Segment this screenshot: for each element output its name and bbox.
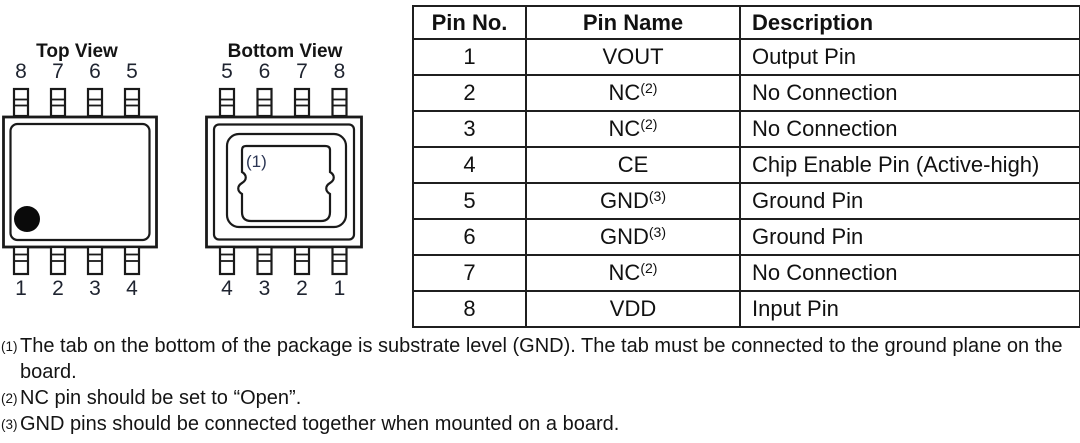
- cell-description: No Connection: [739, 254, 1080, 292]
- top-view-title: Top View: [36, 41, 118, 62]
- pin-number-label: 2: [52, 277, 64, 300]
- footnote-ref: (3): [648, 224, 666, 240]
- footnote-2: (2) NC pin should be set to “Open”.: [0, 385, 1080, 411]
- pin-number-label: 7: [296, 60, 308, 83]
- pin-number-label: 4: [221, 277, 233, 300]
- bottom-view-group: Bottom View 5 6 7 8 (1): [205, 41, 363, 300]
- pin-number-label: 4: [126, 277, 138, 300]
- pin-number-label: 5: [221, 60, 233, 83]
- cell-pin-no: 1: [412, 38, 527, 76]
- footnote-marker: (1): [1, 339, 18, 354]
- pin-number-label: 8: [334, 60, 346, 83]
- cell-description: No Connection: [739, 110, 1080, 148]
- footnote-text: The tab on the bottom of the package is …: [20, 335, 1063, 383]
- tab-footnote-ref: (1): [246, 152, 267, 171]
- package-body-inner-outline: [9, 122, 151, 242]
- footnote-ref: (2): [640, 80, 658, 96]
- package-lead: [218, 245, 348, 276]
- pin-number-label: 1: [334, 277, 346, 300]
- package-lead: [12, 245, 141, 276]
- cell-description: Chip Enable Pin (Active-high): [739, 146, 1080, 184]
- footnote-marker: (2): [1, 391, 18, 406]
- table-row: 4 CE Chip Enable Pin (Active-high): [412, 146, 1080, 184]
- pin-number-label: 2: [296, 277, 308, 300]
- table-header-row: Pin No. Pin Name Description: [412, 5, 1080, 40]
- pin1-marker-dot: [14, 206, 40, 232]
- cell-description: No Connection: [739, 74, 1080, 112]
- table-row: 6 GND(3) Ground Pin: [412, 218, 1080, 256]
- package-lead: [218, 87, 348, 118]
- cell-pin-no: 8: [412, 290, 527, 328]
- header-pin-no: Pin No.: [412, 5, 527, 40]
- substrate-tab-outline: [237, 144, 335, 223]
- footnote-text: NC pin should be set to “Open”.: [20, 387, 302, 409]
- cell-pin-name: NC(2): [525, 254, 741, 292]
- footnote-ref: (2): [640, 260, 658, 276]
- cell-pin-no: 3: [412, 110, 527, 148]
- cell-description: Ground Pin: [739, 218, 1080, 256]
- pin-description-table: Pin No. Pin Name Description 1 VOUT Outp…: [412, 5, 1080, 328]
- pin-number-label: 8: [15, 60, 27, 83]
- cell-description: Ground Pin: [739, 182, 1080, 220]
- pin-number-label: 1: [15, 277, 27, 300]
- table-row: 1 VOUT Output Pin: [412, 38, 1080, 76]
- header-description: Description: [739, 5, 1080, 40]
- header-pin-name: Pin Name: [525, 5, 741, 40]
- footnote-1: (1) The tab on the bottom of the package…: [0, 333, 1080, 385]
- table-row: 7 NC(2) No Connection: [412, 254, 1080, 292]
- pin-number-label: 6: [89, 60, 101, 83]
- cell-pin-name: NC(2): [525, 110, 741, 148]
- pin-number-label: 3: [259, 277, 271, 300]
- cell-pin-name: CE: [525, 146, 741, 184]
- cell-pin-name: GND(3): [525, 218, 741, 256]
- footnote-ref: (2): [640, 116, 658, 132]
- cell-pin-no: 5: [412, 182, 527, 220]
- table-row: 2 NC(2) No Connection: [412, 74, 1080, 112]
- cell-pin-no: 6: [412, 218, 527, 256]
- table-row: 8 VDD Input Pin: [412, 290, 1080, 328]
- exposed-pad-outline: [225, 132, 348, 229]
- bottom-view-title: Bottom View: [228, 41, 343, 62]
- pin-number-label: 3: [89, 277, 101, 300]
- pin-number-label: 6: [259, 60, 271, 83]
- pin-number-label: 7: [52, 60, 64, 83]
- cell-pin-name: NC(2): [525, 74, 741, 112]
- package-lead: [12, 87, 141, 118]
- table-row: 3 NC(2) No Connection: [412, 110, 1080, 148]
- footnote-marker: (3): [1, 417, 18, 432]
- table-row: 5 GND(3) Ground Pin: [412, 182, 1080, 220]
- top-view-group: Top View 8 7 6 5 1: [2, 41, 158, 300]
- cell-pin-no: 7: [412, 254, 527, 292]
- footnote-3: (3) GND pins should be connected togethe…: [0, 411, 1080, 437]
- footnote-text: GND pins should be connected together wh…: [20, 413, 620, 435]
- cell-description: Input Pin: [739, 290, 1080, 328]
- cell-description: Output Pin: [739, 38, 1080, 76]
- cell-pin-no: 2: [412, 74, 527, 112]
- footnotes-block: (1) The tab on the bottom of the package…: [0, 333, 1080, 437]
- cell-pin-name: VDD: [525, 290, 741, 328]
- footnote-ref: (3): [648, 188, 666, 204]
- cell-pin-no: 4: [412, 146, 527, 184]
- cell-pin-name: VOUT: [525, 38, 741, 76]
- cell-pin-name: GND(3): [525, 182, 741, 220]
- pin-number-label: 5: [126, 60, 138, 83]
- package-body-inner-outline: [212, 123, 356, 241]
